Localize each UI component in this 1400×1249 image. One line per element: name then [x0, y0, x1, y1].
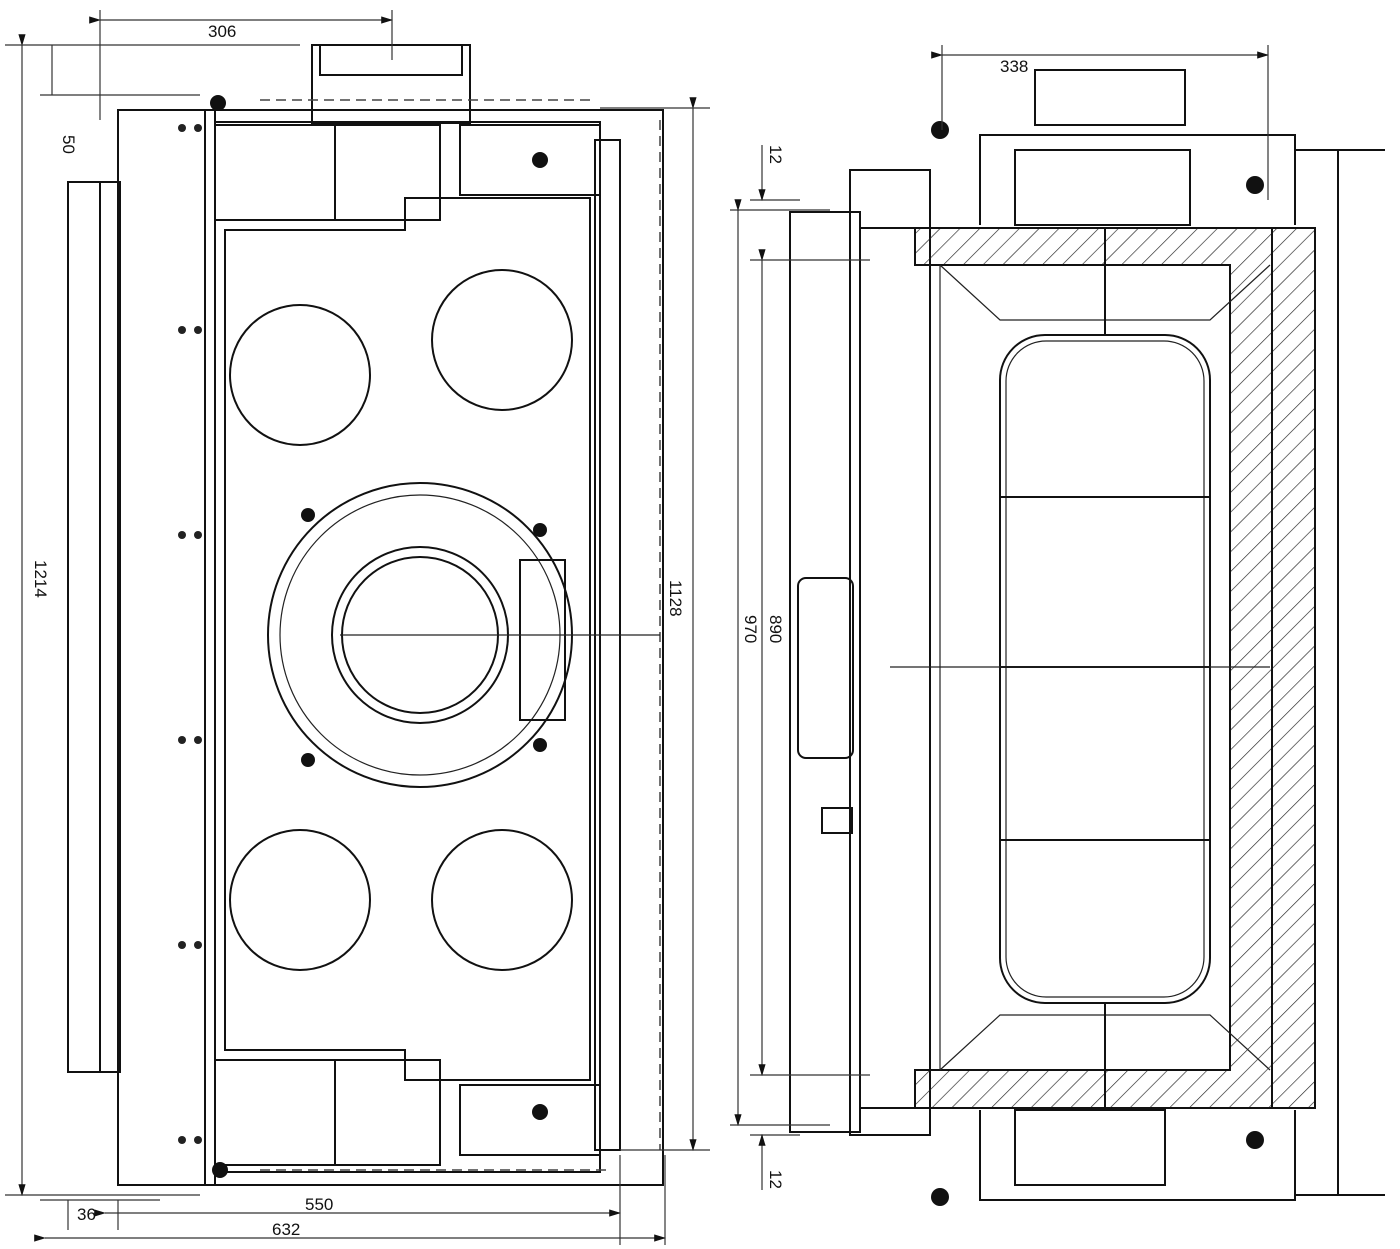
port-circle — [431, 829, 573, 971]
top-duct — [311, 44, 471, 124]
dim-36: 36 — [77, 1205, 96, 1224]
dim-1128: 1128 — [666, 580, 685, 617]
left-flange — [67, 181, 121, 1073]
top-duct — [1034, 69, 1186, 126]
dim-306: 306 — [208, 22, 236, 41]
right-view — [789, 69, 1385, 1206]
port-circle — [229, 829, 371, 971]
port-circle — [229, 304, 371, 446]
dim-550: 550 — [305, 1195, 333, 1214]
left-body — [214, 121, 601, 1173]
dim-890: 890 — [766, 615, 785, 643]
dim-50: 50 — [59, 135, 78, 154]
dim-970: 970 — [741, 615, 760, 643]
dim-1214: 1214 — [31, 560, 50, 598]
left-view — [67, 44, 664, 1186]
dim-12-bottom: 12 — [766, 1170, 785, 1189]
filter-element — [999, 334, 1211, 1004]
dim-632: 632 — [272, 1220, 300, 1239]
side-box — [797, 577, 854, 759]
dim-338: 338 — [1000, 57, 1028, 76]
dim-12-top: 12 — [766, 145, 785, 164]
right-dimensions: 338 12 970 890 12 — [730, 45, 1270, 1190]
left-dimensions: 306 1214 50 1128 36 550 632 — [5, 10, 710, 1245]
port-circle — [431, 269, 573, 411]
left-outer-frame — [117, 109, 664, 1186]
